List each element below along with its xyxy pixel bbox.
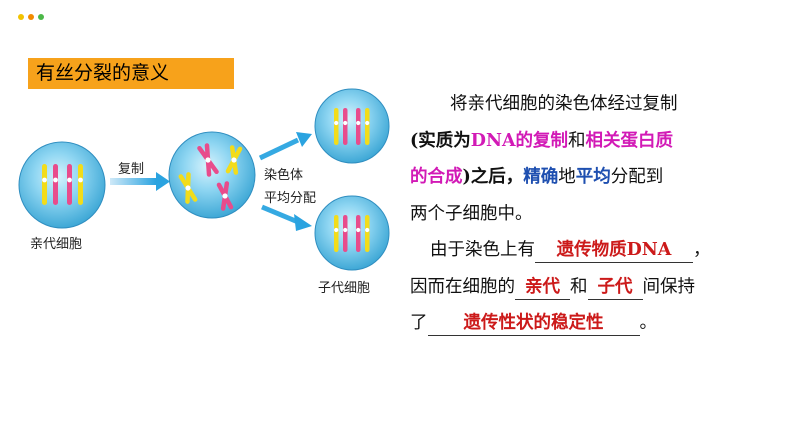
- p1-line1: 将亲代细胞的染色体经过复制: [450, 94, 678, 114]
- distribute-arrow-up: [258, 132, 312, 161]
- replicate-label: 复制: [118, 162, 145, 177]
- decorative-dots: [18, 14, 44, 20]
- replicate-arrow: [110, 172, 170, 191]
- p1-line4: 两个子细胞中。: [410, 203, 533, 224]
- distribute-label-1: 染色体: [264, 168, 304, 183]
- daughter-cell-bottom: [314, 195, 390, 271]
- blank-dna: 遗传物质DNA: [535, 238, 693, 263]
- parent-chromosomes: [42, 164, 83, 205]
- p2-line2: 因而在细胞的亲代和子代间保持: [410, 269, 782, 306]
- daughter-cell-top: [314, 88, 390, 164]
- daughter-cell-label: 子代细胞: [318, 281, 371, 296]
- parent-cell: [18, 141, 106, 229]
- p2-line1: 由于染色上有遗传物质DNA，: [410, 232, 782, 269]
- blank-offspring: 子代: [587, 275, 643, 300]
- p2-line3: 了遗传性状的稳定性。: [410, 305, 782, 342]
- blank-stability: 遗传性状的稳定性: [427, 311, 640, 336]
- daughter-bottom-chromosomes: [334, 215, 370, 252]
- replicated-cell: [168, 131, 256, 219]
- section-title: 有丝分裂的意义: [28, 58, 234, 89]
- distribute-arrow-down: [261, 204, 312, 231]
- replicated-chromosomes: [178, 143, 243, 211]
- dot-3: [38, 14, 44, 20]
- daughter-top-chromosomes: [334, 108, 370, 145]
- dot-2: [28, 14, 34, 20]
- p1-line2: (实质为DNA的复制和相关蛋白质: [410, 130, 674, 151]
- distribute-label-2: 平均分配: [264, 191, 317, 206]
- blank-parent: 亲代: [515, 275, 570, 300]
- p1-line3: 的合成)之后，精确地平均分配到: [410, 167, 664, 187]
- parent-cell-label: 亲代细胞: [30, 237, 83, 252]
- explanation-text: 将亲代细胞的染色体经过复制 (实质为DNA的复制和相关蛋白质 的合成)之后，精确…: [410, 86, 782, 342]
- dot-1: [18, 14, 24, 20]
